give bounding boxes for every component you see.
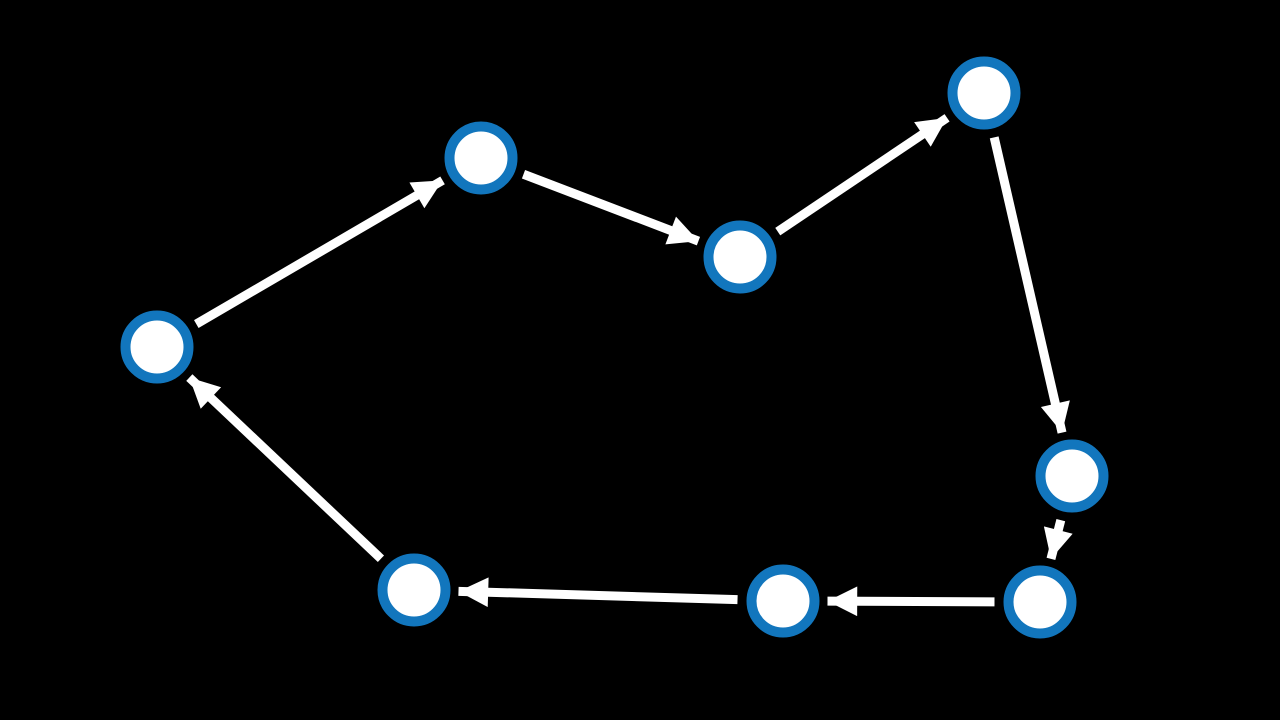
graph-node-n8 — [377, 553, 451, 627]
graph-edge-n7-n8 — [458, 577, 738, 608]
graph-edge-n4-n5 — [989, 136, 1070, 434]
graph-node-n2 — [444, 121, 518, 195]
graph-edge-n6-n7 — [827, 586, 995, 617]
graph-edge-n3-n4 — [775, 114, 950, 236]
graph-edge-n8-n1 — [186, 374, 385, 563]
graph-edge-n1-n2 — [194, 176, 445, 328]
graph-node-n3 — [703, 220, 777, 294]
graph-node-n4 — [947, 56, 1021, 130]
graph-node-n1 — [120, 310, 194, 384]
graph-edge-n2-n3 — [521, 170, 701, 246]
graph-node-n6 — [1003, 565, 1077, 639]
graph-node-n7 — [746, 564, 820, 638]
graph-edge-n5-n6 — [1043, 518, 1073, 560]
graph-node-n5 — [1035, 439, 1109, 513]
